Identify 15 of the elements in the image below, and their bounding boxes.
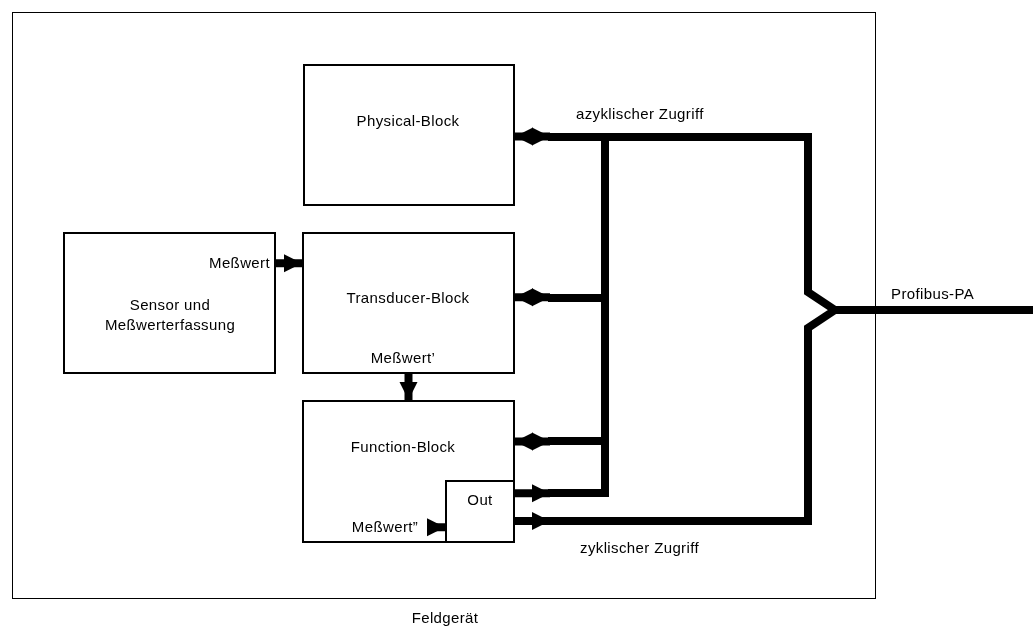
block-text: Meßwert” <box>350 517 420 537</box>
block-box <box>445 480 515 543</box>
block-text: Meßwert’ <box>369 348 437 368</box>
block-title: Feldgerät <box>410 608 480 628</box>
block-title: Function-Block <box>349 437 457 457</box>
block-title: Physical-Block <box>355 111 461 131</box>
block-box <box>63 232 276 374</box>
block-title: Out <box>466 490 494 510</box>
block-title: Transducer-Block <box>345 288 471 308</box>
arrow <box>427 518 445 537</box>
block-box <box>303 64 515 206</box>
block-box <box>302 400 515 543</box>
block-box <box>302 232 515 374</box>
block-text: Sensor und Meßwerterfassung <box>103 295 237 335</box>
block-text: Meßwert <box>208 253 270 273</box>
